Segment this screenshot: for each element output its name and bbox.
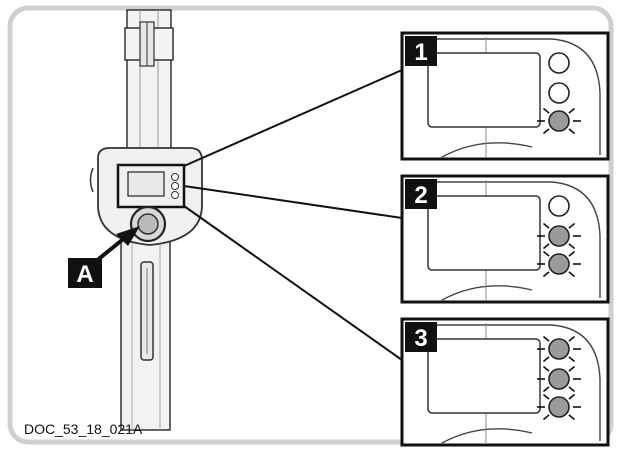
leader-lines (183, 69, 403, 361)
led-off-icon (548, 52, 570, 74)
led-lit-icon (548, 368, 570, 390)
device-lower-pole (120, 229, 171, 431)
led-lit-icon (548, 225, 570, 247)
control-head (89, 147, 203, 246)
led-lit-icon (548, 396, 570, 418)
led-off-icon (548, 195, 570, 217)
led-rays (537, 250, 581, 278)
document-code: DOC_53_18_021A (24, 421, 143, 437)
led-lit-icon (548, 253, 570, 275)
panel-label: 1 (414, 39, 427, 66)
callout-a-badge (68, 258, 102, 288)
led-off-icon (548, 82, 570, 104)
panel-badge (405, 179, 437, 209)
panel-label: 3 (414, 325, 427, 352)
led-rays (537, 107, 581, 135)
callout-a-label: A (76, 261, 93, 288)
led-lit-icon (548, 338, 570, 360)
panel-label: 2 (414, 182, 427, 209)
led-rays (537, 335, 581, 363)
panel-badge (405, 322, 437, 352)
zoom-panel-1: 1 (400, 31, 610, 161)
display-screen (427, 195, 541, 271)
led-lit-icon (548, 110, 570, 132)
zoom-panels: 1 2 3 (400, 31, 610, 447)
display-screen (427, 52, 541, 128)
panel-badge (405, 36, 437, 66)
device-pole (124, 9, 174, 161)
callout-a: A (68, 226, 140, 288)
led-rays (537, 393, 581, 421)
zoom-panel-3: 3 (400, 317, 610, 447)
display-screen (427, 338, 541, 414)
zoom-panel-2: 2 (400, 174, 610, 304)
led-rays (537, 222, 581, 250)
led-rays (537, 365, 581, 393)
